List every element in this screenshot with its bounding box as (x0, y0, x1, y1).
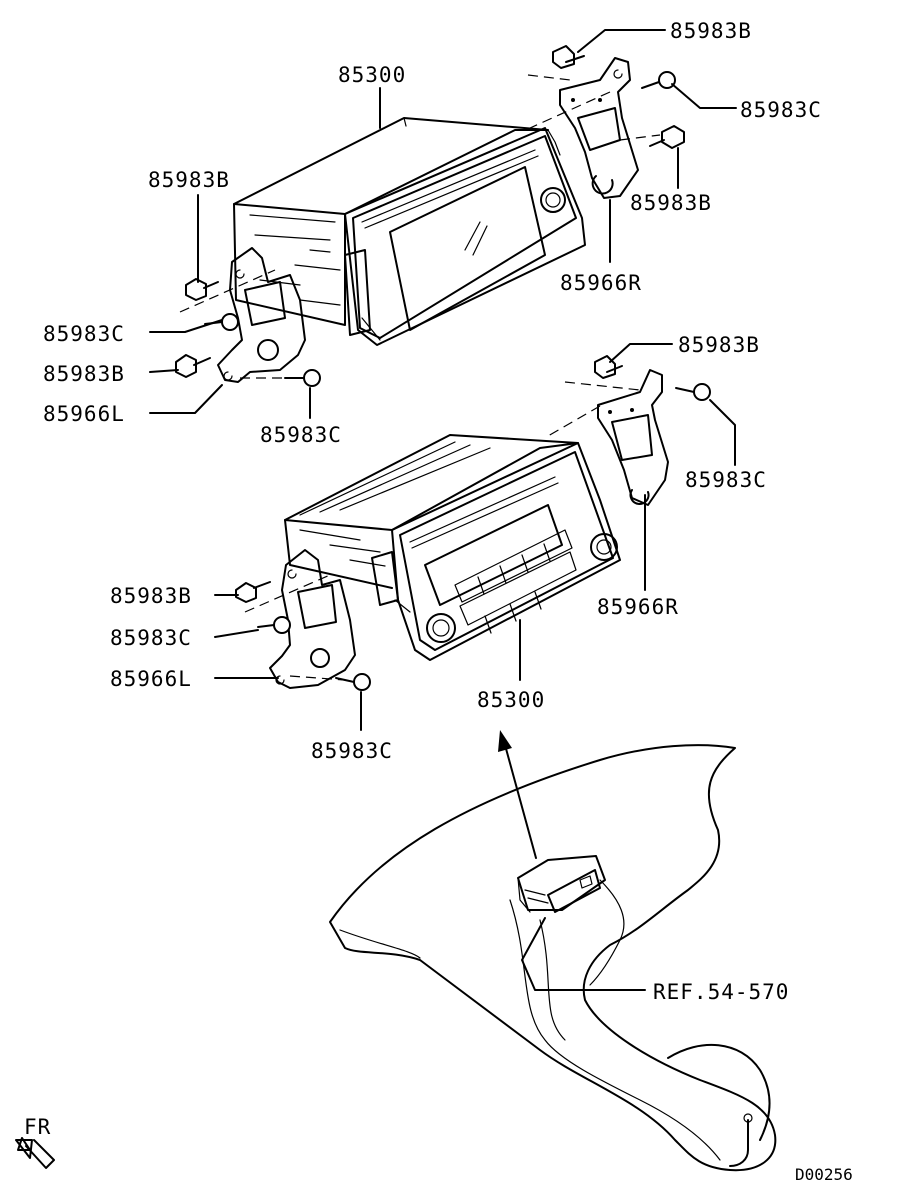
label-85983c-bottom-right: 85983C (685, 468, 767, 492)
bolt-icon (235, 581, 271, 603)
diagram-code: D00256 (795, 1165, 853, 1184)
label-85983b-bottom-right: 85983B (678, 333, 760, 357)
label-85983c-bottom-left: 85983C (110, 626, 192, 650)
front-direction-arrow-icon (15, 1137, 55, 1169)
fasteners (175, 45, 711, 691)
label-85983b-bottom-left: 85983B (110, 584, 192, 608)
head-unit-installed (517, 855, 606, 913)
part-labels: 85300 85983B 85983C 85983B 85966R 85983B… (24, 19, 853, 1184)
head-unit-audio (284, 434, 621, 661)
label-85983b-top-left: 85983B (148, 168, 230, 192)
label-85983c-top-left: 85983C (43, 322, 125, 346)
label-ref: REF.54-570 (653, 980, 789, 1004)
label-85983c-bottom-low: 85983C (311, 739, 393, 763)
bolt-icon (185, 278, 219, 301)
bracket-left-bottom (269, 549, 356, 689)
label-85300-top: 85300 (338, 63, 406, 87)
label-85983b-left-mid: 85983B (43, 362, 125, 386)
screw-icon (335, 673, 371, 691)
label-front: FR (24, 1115, 51, 1139)
label-85983b-right-mid: 85983B (630, 191, 712, 215)
bracket-right-top (559, 57, 639, 199)
screw-icon (257, 616, 291, 634)
label-85983c-top-bottom: 85983C (260, 423, 342, 447)
alignment-lines (179, 74, 661, 681)
screw-icon (675, 383, 711, 401)
label-85966r-top: 85966R (560, 271, 642, 295)
label-85983c-top-right: 85983C (740, 98, 822, 122)
label-85966l-bottom: 85966L (110, 667, 192, 691)
screw-icon (204, 313, 239, 331)
bolt-icon (552, 45, 585, 69)
bolt-icon (594, 355, 623, 379)
screw-icon (284, 369, 321, 387)
pointer-arrow (498, 730, 537, 859)
bolt-icon (175, 354, 211, 378)
screw-icon (641, 71, 676, 89)
bracket-right-bottom (597, 369, 669, 506)
bracket-left-top (217, 247, 306, 383)
leader-lines (149, 29, 737, 991)
head-unit-navigation (233, 117, 586, 346)
instrument-panel (329, 744, 777, 1172)
label-85300-bottom: 85300 (477, 688, 545, 712)
bolt-icon (649, 125, 685, 149)
label-85966l-top: 85966L (43, 402, 125, 426)
label-85983b-top-right: 85983B (670, 19, 752, 43)
label-85966r-bottom: 85966R (597, 595, 679, 619)
